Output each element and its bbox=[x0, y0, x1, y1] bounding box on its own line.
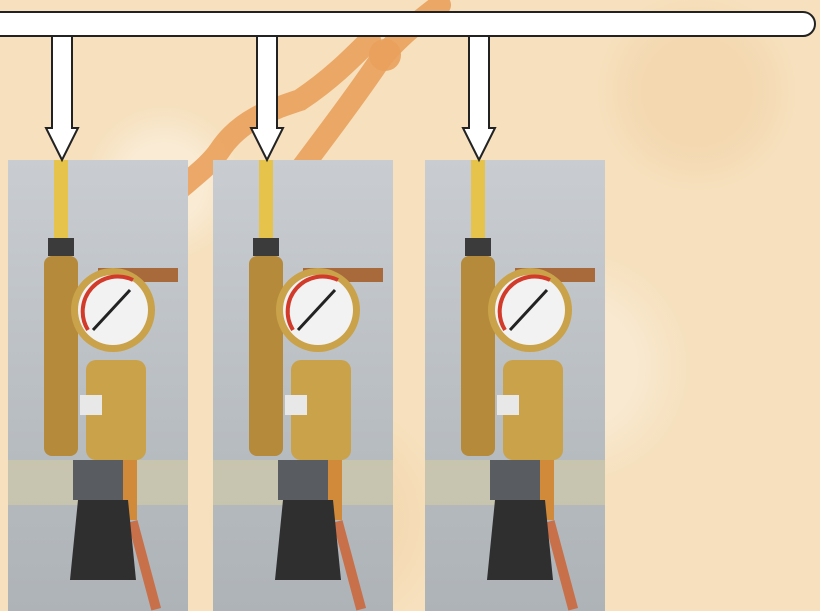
down-arrow bbox=[251, 36, 283, 160]
down-arrow bbox=[463, 36, 495, 160]
down-arrow bbox=[46, 36, 78, 160]
header-bar bbox=[0, 12, 815, 36]
